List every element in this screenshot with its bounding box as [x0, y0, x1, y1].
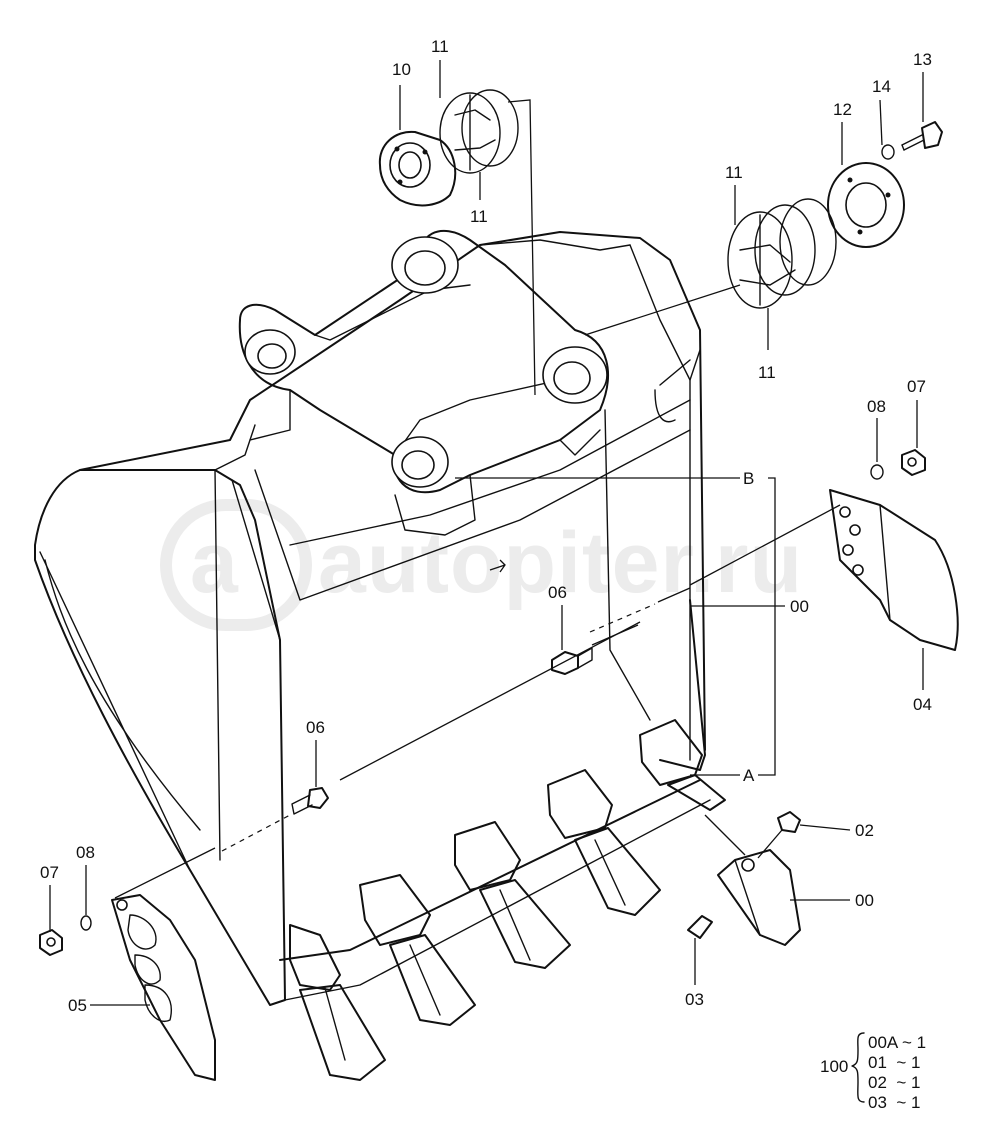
callout-00-tooth: 00 — [855, 891, 874, 910]
callout-03: 03 — [685, 990, 704, 1009]
bucket-upper-edge — [79, 231, 706, 751]
part-05-side-cutter — [111, 894, 216, 1081]
part-07-nut-left — [39, 929, 63, 956]
part-04-side-cutter — [829, 489, 959, 651]
callout-A: A — [743, 766, 755, 785]
watermark: a autopiter.ru — [160, 499, 803, 631]
part-10-plate — [378, 130, 457, 207]
bucket-left-side-plate — [34, 469, 286, 1006]
part-08-washer-right — [870, 464, 884, 480]
callout-11-right-top: 11 — [725, 163, 743, 182]
part-03-lock — [687, 915, 713, 939]
part-13-bolt — [901, 121, 943, 151]
part-06-bolt-right — [551, 647, 593, 675]
callout-08-right: 08 — [867, 397, 886, 416]
boss-plate — [238, 229, 609, 494]
callout-labels: 10 11 11 11 11 12 13 14 07 08 B 00 06 04… — [40, 37, 932, 1015]
part-12-plate — [827, 162, 905, 248]
part-06-bolt-left — [291, 787, 329, 815]
callout-04: 04 — [913, 695, 932, 714]
callout-11-upper-lower: 11 — [470, 207, 488, 226]
boss-bracket — [238, 229, 609, 536]
kit-row-1: 00A ~ 1 — [868, 1033, 926, 1052]
callout-07-left: 07 — [40, 863, 59, 882]
watermark-text: autopiter.ru — [318, 515, 803, 611]
kit-prefix: 100 — [820, 1057, 848, 1076]
kit-row-4: 03 ~ 1 — [868, 1093, 920, 1112]
watermark-logo-letter: a — [190, 515, 239, 611]
callout-06-right: 06 — [548, 583, 567, 602]
part-11-shim-upper — [439, 89, 519, 174]
kit-brace — [851, 1032, 865, 1103]
callout-10: 10 — [392, 60, 411, 79]
part-02-pin — [777, 811, 801, 833]
callout-05: 05 — [68, 996, 87, 1015]
part-00-tooth — [717, 849, 801, 946]
bucket-teeth — [289, 719, 726, 1081]
callout-02: 02 — [855, 821, 874, 840]
bucket-cutting-edge — [279, 779, 701, 961]
part-11-shim-right — [727, 198, 837, 309]
kit-table: 100 00A ~ 1 01 ~ 1 02 ~ 1 03 ~ 1 — [820, 1032, 926, 1112]
callout-12: 12 — [833, 100, 852, 119]
callout-14: 14 — [872, 77, 891, 96]
bucket-body — [34, 231, 711, 1006]
callout-00-bucket: 00 — [790, 597, 809, 616]
callout-11-right-bottom: 11 — [758, 363, 776, 382]
callout-07-right: 07 — [907, 377, 926, 396]
part-08-washer-left — [80, 915, 92, 931]
part-14-washer — [881, 144, 895, 160]
callout-08-left: 08 — [76, 843, 95, 862]
callout-B: B — [743, 469, 754, 488]
part-07-nut-right — [901, 449, 926, 476]
kit-row-3: 02 ~ 1 — [868, 1073, 920, 1092]
bucket-right-side-plate — [659, 599, 706, 771]
kit-row-2: 01 ~ 1 — [868, 1053, 920, 1072]
callout-06-left: 06 — [306, 718, 325, 737]
callout-11-top: 11 — [431, 37, 449, 56]
leader-lines — [49, 60, 924, 1006]
callout-13: 13 — [913, 50, 932, 69]
watermark-logo-ring — [160, 499, 312, 631]
